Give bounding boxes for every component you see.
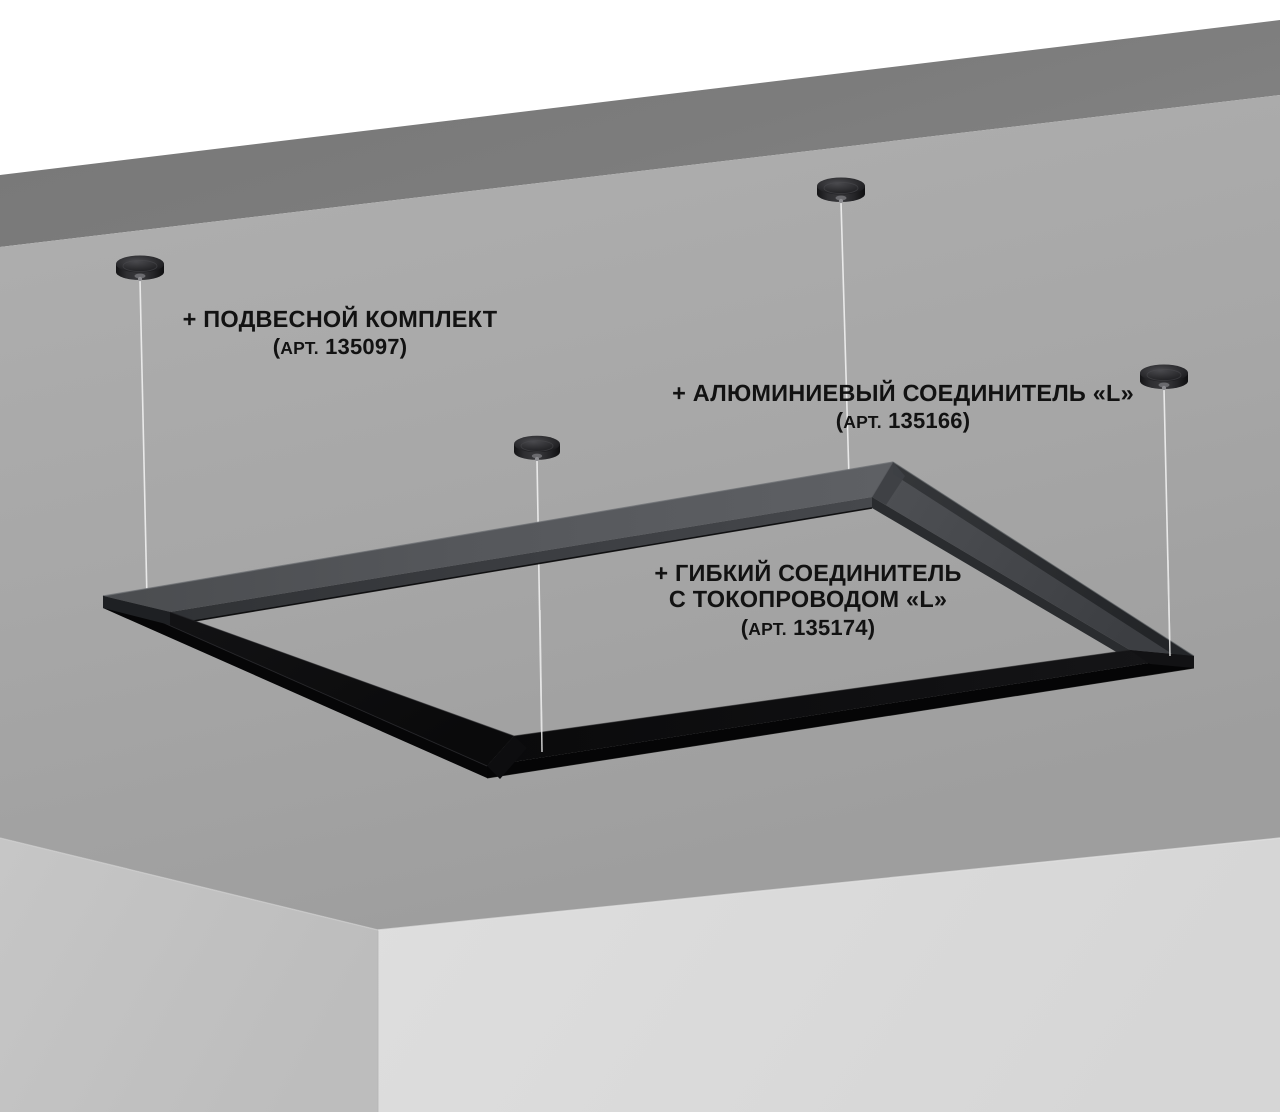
ceiling-wall-edge-right (377, 837, 1280, 931)
callout-flexible-connector: + ГИБКИЙ СОЕДИНИТЕЛЬ С ТОКОПРОВОДОМ «L» … (618, 560, 998, 640)
callout-aluminium-connector: + АЛЮМИНИЕВЫЙ СОЕДИНИТЕЛЬ «L» (АРТ. 1351… (628, 380, 1178, 434)
callout-suspension-title: + ПОДВЕСНОЙ КОМПЛЕКТ (182, 306, 498, 332)
ceiling-upper-white-plane (0, 0, 1280, 175)
ceiling-wall-edge-left (0, 837, 379, 931)
canopy-top-center (817, 177, 865, 204)
ceiling-beam-band (0, 20, 1280, 247)
wire-tip-mid-center (539, 609, 543, 753)
article-number: 135097) (318, 334, 408, 360)
article-paren-open: ( (272, 334, 281, 360)
article-paren-open: ( (835, 408, 844, 434)
corner-joint-top (871, 461, 905, 505)
wall-left (0, 838, 378, 1112)
callout-suspension-article: (АРТ. 135097) (160, 334, 520, 360)
callout-flexible-title-line2: С ТОКОПРОВОДОМ «L» (668, 586, 948, 613)
article-number: 135174) (786, 614, 876, 640)
callout-aluminium-title: + АЛЮМИНИЕВЫЙ СОЕДИНИТЕЛЬ «L» (672, 380, 1134, 406)
frame-segment-front-right (486, 649, 1195, 779)
corner-joint-right (1130, 650, 1194, 668)
corner-joint-bottom (487, 736, 527, 779)
wire-left (139, 279, 148, 601)
article-word: АРТ. (280, 338, 319, 359)
article-word: АРТ. (748, 618, 787, 639)
callout-flexible-title-line1: + ГИБКИЙ СОЕДИНИТЕЛЬ (654, 560, 962, 586)
frame-segment-back-left (102, 461, 894, 626)
wall-right (378, 838, 1280, 1112)
corner-joint-left (103, 596, 170, 625)
callout-aluminium-article: (АРТ. 135166) (628, 408, 1178, 434)
wire-top-center (840, 201, 850, 479)
wire-tip-right (1167, 559, 1171, 657)
frame-segment-back-right (872, 461, 1195, 668)
callout-suspension-kit: + ПОДВЕСНОЙ КОМПЛЕКТ (АРТ. 135097) (160, 306, 520, 360)
frame-segment-front-left (102, 595, 515, 778)
canopy-mid-center (514, 435, 560, 461)
canopy-right (1140, 364, 1188, 391)
article-number: 135166) (881, 408, 971, 434)
callout-flexible-article: (АРТ. 135174) (618, 614, 998, 641)
article-word: АРТ. (843, 412, 882, 433)
canopy-left (116, 255, 164, 282)
article-paren-open: ( (740, 614, 749, 640)
